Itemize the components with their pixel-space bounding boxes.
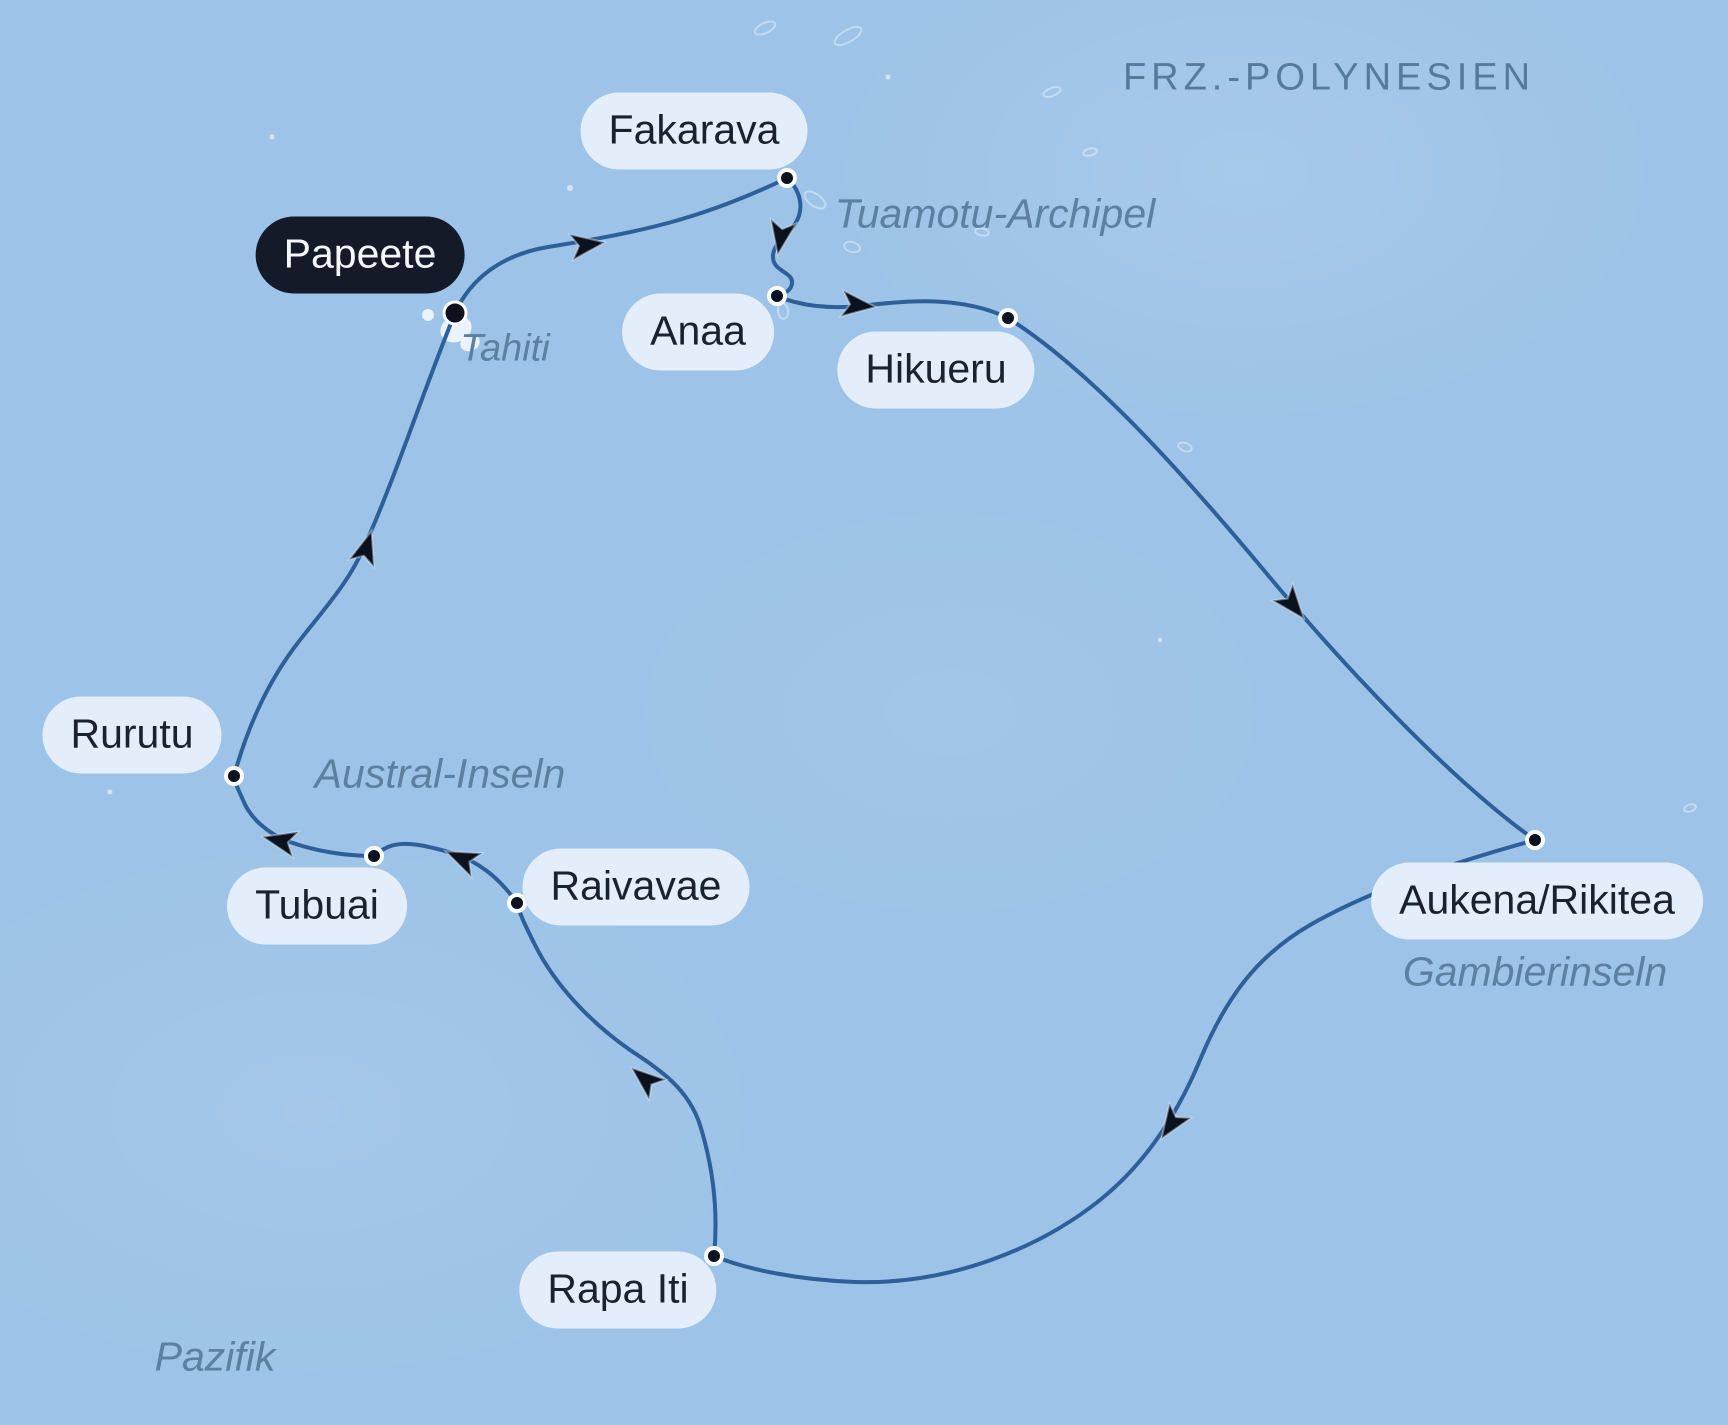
- port-marker-aukena: [1525, 830, 1545, 850]
- route-direction-arrows: [259, 216, 1306, 1142]
- route-segment-hikueru-aukena: [1006, 316, 1537, 842]
- route-segment-anaa-hikueru: [775, 294, 1010, 320]
- islet: [567, 185, 573, 191]
- region-label-tuamotu-archipel: Tuamotu-Archipel: [834, 190, 1156, 237]
- port-label-hikueru: Hikueru: [837, 331, 1035, 409]
- atoll-outline: [1042, 86, 1062, 98]
- port-label-papeete: Papeete: [255, 216, 465, 294]
- route-segment-rurutu-papeete: [232, 311, 457, 778]
- port-marker-hikueru: [998, 308, 1018, 328]
- route-path: [232, 176, 1537, 1285]
- route-arrow-aukena-rapaiti: [1159, 1100, 1195, 1142]
- moorea-island: [422, 309, 434, 321]
- tahiti-peninsula: [460, 334, 480, 352]
- decorative-islands: [107, 20, 1697, 938]
- islet: [1158, 638, 1162, 642]
- atoll-outline: [1683, 803, 1697, 813]
- port-marker-raivavae: [507, 893, 527, 913]
- region-label-pazifik: Pazifik: [154, 1333, 276, 1380]
- route-arrow-tubuai-rurutu: [259, 830, 302, 860]
- port-markers: [224, 168, 1545, 1266]
- port-label-aukena-rikitea: Aukena/Rikitea: [1371, 862, 1703, 940]
- port-label-rurutu: Rurutu: [42, 696, 222, 774]
- route-segment-papeete-fakarava: [453, 176, 789, 315]
- atoll-outline: [803, 190, 827, 210]
- route-arrow-hikueru-aukena: [1269, 581, 1306, 621]
- islet: [269, 134, 275, 140]
- port-label-anaa: Anaa: [622, 293, 774, 371]
- port-marker-papeete: [442, 300, 468, 326]
- port-label-tubuai: Tubuai: [227, 867, 407, 945]
- atoll-outline: [974, 227, 990, 237]
- atoll-outline: [843, 240, 861, 254]
- region-label-gambierinseln: Gambierinseln: [1402, 948, 1668, 995]
- region-label-frz-polynesien: FRZ.-POLYNESIEN: [1122, 56, 1536, 99]
- port-marker-anaa: [767, 286, 787, 306]
- route-arrow-raivavae-tubuai: [443, 850, 485, 880]
- port-marker-rurutu: [224, 766, 244, 786]
- route-arrow-rurutu-papeete: [346, 528, 376, 571]
- port-label-fakarava: Fakarava: [580, 92, 808, 170]
- route-segment-aukena-rapaiti: [712, 838, 1537, 1285]
- region-label-tahiti: Tahiti: [460, 327, 550, 370]
- route-arrow-papeete-fakarava: [566, 232, 608, 263]
- port-marker-rapaiti: [704, 1246, 724, 1266]
- islet: [107, 789, 113, 795]
- route-arrow-anaa-hikueru: [838, 288, 879, 319]
- port-marker-tubuai: [364, 846, 384, 866]
- region-label-austral-inseln: Austral-Inseln: [314, 750, 566, 797]
- route-segment-rapaiti-raivavae: [515, 901, 718, 1258]
- atoll-outline: [753, 20, 777, 36]
- route-segment-fakarava-anaa: [771, 176, 803, 298]
- route-arrow-fakarava-anaa: [769, 216, 799, 258]
- port-marker-fakarava: [777, 168, 797, 188]
- port-label-rapa-iti: Rapa Iti: [519, 1251, 717, 1329]
- port-label-raivavae: Raivavae: [522, 848, 750, 926]
- atoll-outline: [1177, 441, 1193, 453]
- islet: [885, 74, 891, 80]
- atoll-outline: [1082, 147, 1098, 157]
- atoll-outline: [833, 25, 863, 47]
- route-arrow-rapaiti-raivavae: [629, 1065, 669, 1103]
- route-segment-tubuai-rurutu: [232, 774, 376, 858]
